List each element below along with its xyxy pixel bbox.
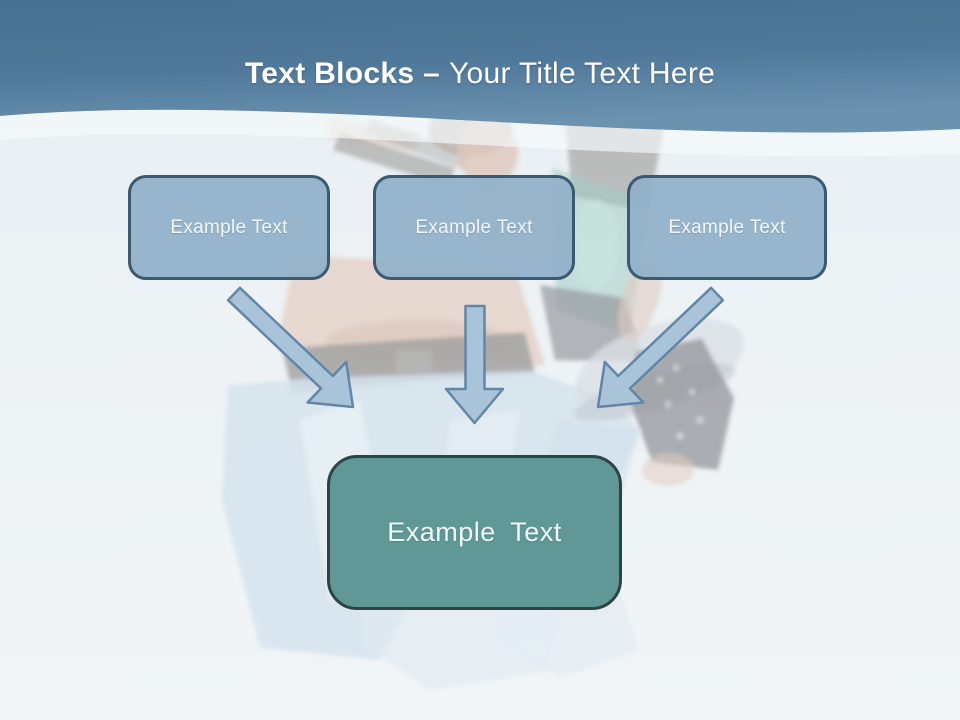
dancer-torso-shadow (325, 320, 515, 364)
text-block-2-label: Example Text (415, 216, 533, 238)
dancer-glove-center (540, 285, 645, 362)
text-block-1: Example Text (128, 175, 330, 280)
slide-title-rest: Your Title Text Here (448, 57, 716, 90)
dancer-glove-right (630, 338, 734, 470)
dancer-arm (328, 118, 420, 152)
dancer-belt (282, 332, 535, 392)
dancer-glove-studs (657, 365, 703, 439)
slide-title-emphasis: Text Blocks – (244, 57, 440, 90)
text-block-3: Example Text (627, 175, 827, 280)
slide-title: Text Blocks –Your Title Text Here (0, 57, 960, 91)
dancer-sneaker (575, 318, 745, 412)
text-block-1-label: Example Text (170, 216, 288, 238)
dancer-strap (365, 118, 470, 170)
dancer-hair (428, 104, 512, 156)
center-text-block-label: Example Text (387, 517, 562, 547)
dancer-hand (642, 454, 694, 486)
arrow-diagonal-right-icon (596, 286, 725, 409)
center-text-block: Example Text (327, 455, 622, 610)
text-block-3-label: Example Text (668, 216, 786, 238)
header-wave-highlight (0, 109, 960, 157)
dancer-green-top-highlight (574, 200, 618, 290)
dancer-sneaker-sole (574, 363, 736, 421)
arrow-down-icon (444, 304, 505, 425)
arrow-diagonal-left-icon (226, 286, 355, 409)
dancer-belt-buckle (396, 350, 432, 372)
text-block-2: Example Text (373, 175, 575, 280)
